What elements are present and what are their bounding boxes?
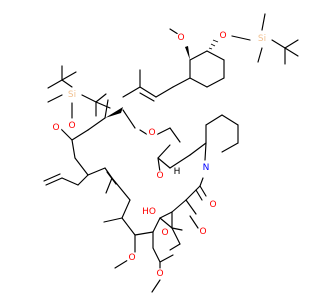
- molecule-structure: O O Si Si O O O O N O O HO H O O O: [43, 13, 299, 293]
- tbs-ether-top: [208, 13, 299, 65]
- silicon-atom: Si: [68, 90, 76, 100]
- hydroxyl-group: HO: [142, 207, 156, 217]
- oxygen-atom: O: [128, 253, 135, 263]
- methoxy-lower: [114, 234, 161, 293]
- oxygen-atom: O: [209, 200, 216, 210]
- pyran-ring: [152, 211, 183, 263]
- molecule-canvas: O O Si Si O O O O N O O HO H O O O: [43, 13, 299, 293]
- tbs-ether-left: [47, 65, 111, 119]
- atom-labels: O O Si Si O O O O N O O HO H O O O: [50, 30, 270, 280]
- alkene-linker: [122, 69, 174, 102]
- oxygen-atom: O: [52, 123, 59, 133]
- oxygen-atom: O: [219, 31, 226, 41]
- oxygen-atom: O: [161, 228, 168, 238]
- oxygen-atom: O: [156, 171, 163, 181]
- oxygen-atom: O: [199, 227, 206, 237]
- hydrogen-atom: H: [174, 167, 181, 177]
- oxygen-atom: O: [156, 269, 163, 279]
- oxygen-atom: O: [148, 128, 155, 138]
- macrocycle-backbone: [43, 99, 239, 236]
- oxygen-atom: O: [68, 121, 75, 131]
- nitrogen-atom: N: [203, 163, 210, 173]
- oxygen-atom: O: [177, 33, 184, 43]
- cyclohexyl-ring: [172, 50, 225, 88]
- silicon-atom: Si: [258, 34, 266, 44]
